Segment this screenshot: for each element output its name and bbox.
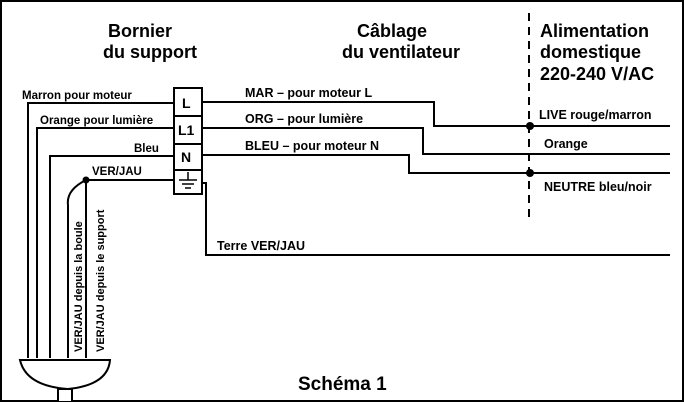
label-marron: Marron pour moteur	[22, 90, 132, 102]
terminal-l: L	[182, 95, 191, 111]
header-alimentation-line1: Alimentation	[540, 21, 649, 41]
wire-terre-fan	[202, 182, 670, 256]
wire-orange-support	[36, 127, 174, 358]
label-terre: Terre VER/JAU	[217, 239, 305, 253]
header-alimentation-line3: 220-240 V/AC	[540, 64, 654, 84]
header-cablage: Câblage du ventilateur	[342, 21, 460, 62]
wire-bleu-support	[49, 155, 174, 358]
label-org: ORG – pour lumière	[245, 112, 363, 126]
label-verjau-support: VER/JAU depuis le support	[95, 209, 107, 352]
terminal-l1: L1	[178, 122, 195, 138]
junction-live	[526, 122, 534, 130]
header-bornier: Bornier du support	[103, 21, 197, 62]
wire-marron-support	[27, 102, 174, 358]
header-cablage-line2: du ventilateur	[342, 42, 460, 62]
wire-verjau-boule	[66, 179, 87, 358]
label-bleu-fan: BLEU – pour moteur N	[245, 139, 379, 153]
label-orange: Orange pour lumière	[40, 115, 153, 127]
label-verjau-boule: VER/JAU depuis la boule	[73, 221, 85, 352]
header-alimentation-line2: domestique	[540, 42, 641, 62]
label-bleu: Bleu	[134, 143, 159, 155]
ground-symbol-icon	[179, 172, 197, 189]
label-verjau: VER/JAU	[92, 166, 142, 178]
terminal-block: L L1 N	[173, 87, 203, 195]
wire-bleu-fan	[202, 154, 530, 174]
diagram-title: Schéma 1	[298, 374, 387, 395]
label-orange-mains: Orange	[544, 137, 588, 151]
label-mar: MAR – pour moteur L	[245, 86, 372, 100]
header-bornier-line2: du support	[103, 42, 197, 62]
terminal-n: N	[181, 149, 191, 165]
wire-mar-fan	[202, 101, 530, 127]
label-live: LIVE rouge/marron	[539, 108, 652, 122]
label-neutre: NEUTRE bleu/noir	[544, 180, 652, 194]
junction-verjau	[82, 176, 90, 184]
wire-org-fan	[202, 127, 670, 155]
junction-neutre	[526, 169, 534, 177]
canopy-ball-icon	[18, 359, 112, 402]
header-alimentation: Alimentation domestique 220-240 V/AC	[540, 21, 654, 84]
header-cablage-line1: Câblage	[357, 21, 427, 41]
header-bornier-line1: Bornier	[108, 21, 172, 41]
